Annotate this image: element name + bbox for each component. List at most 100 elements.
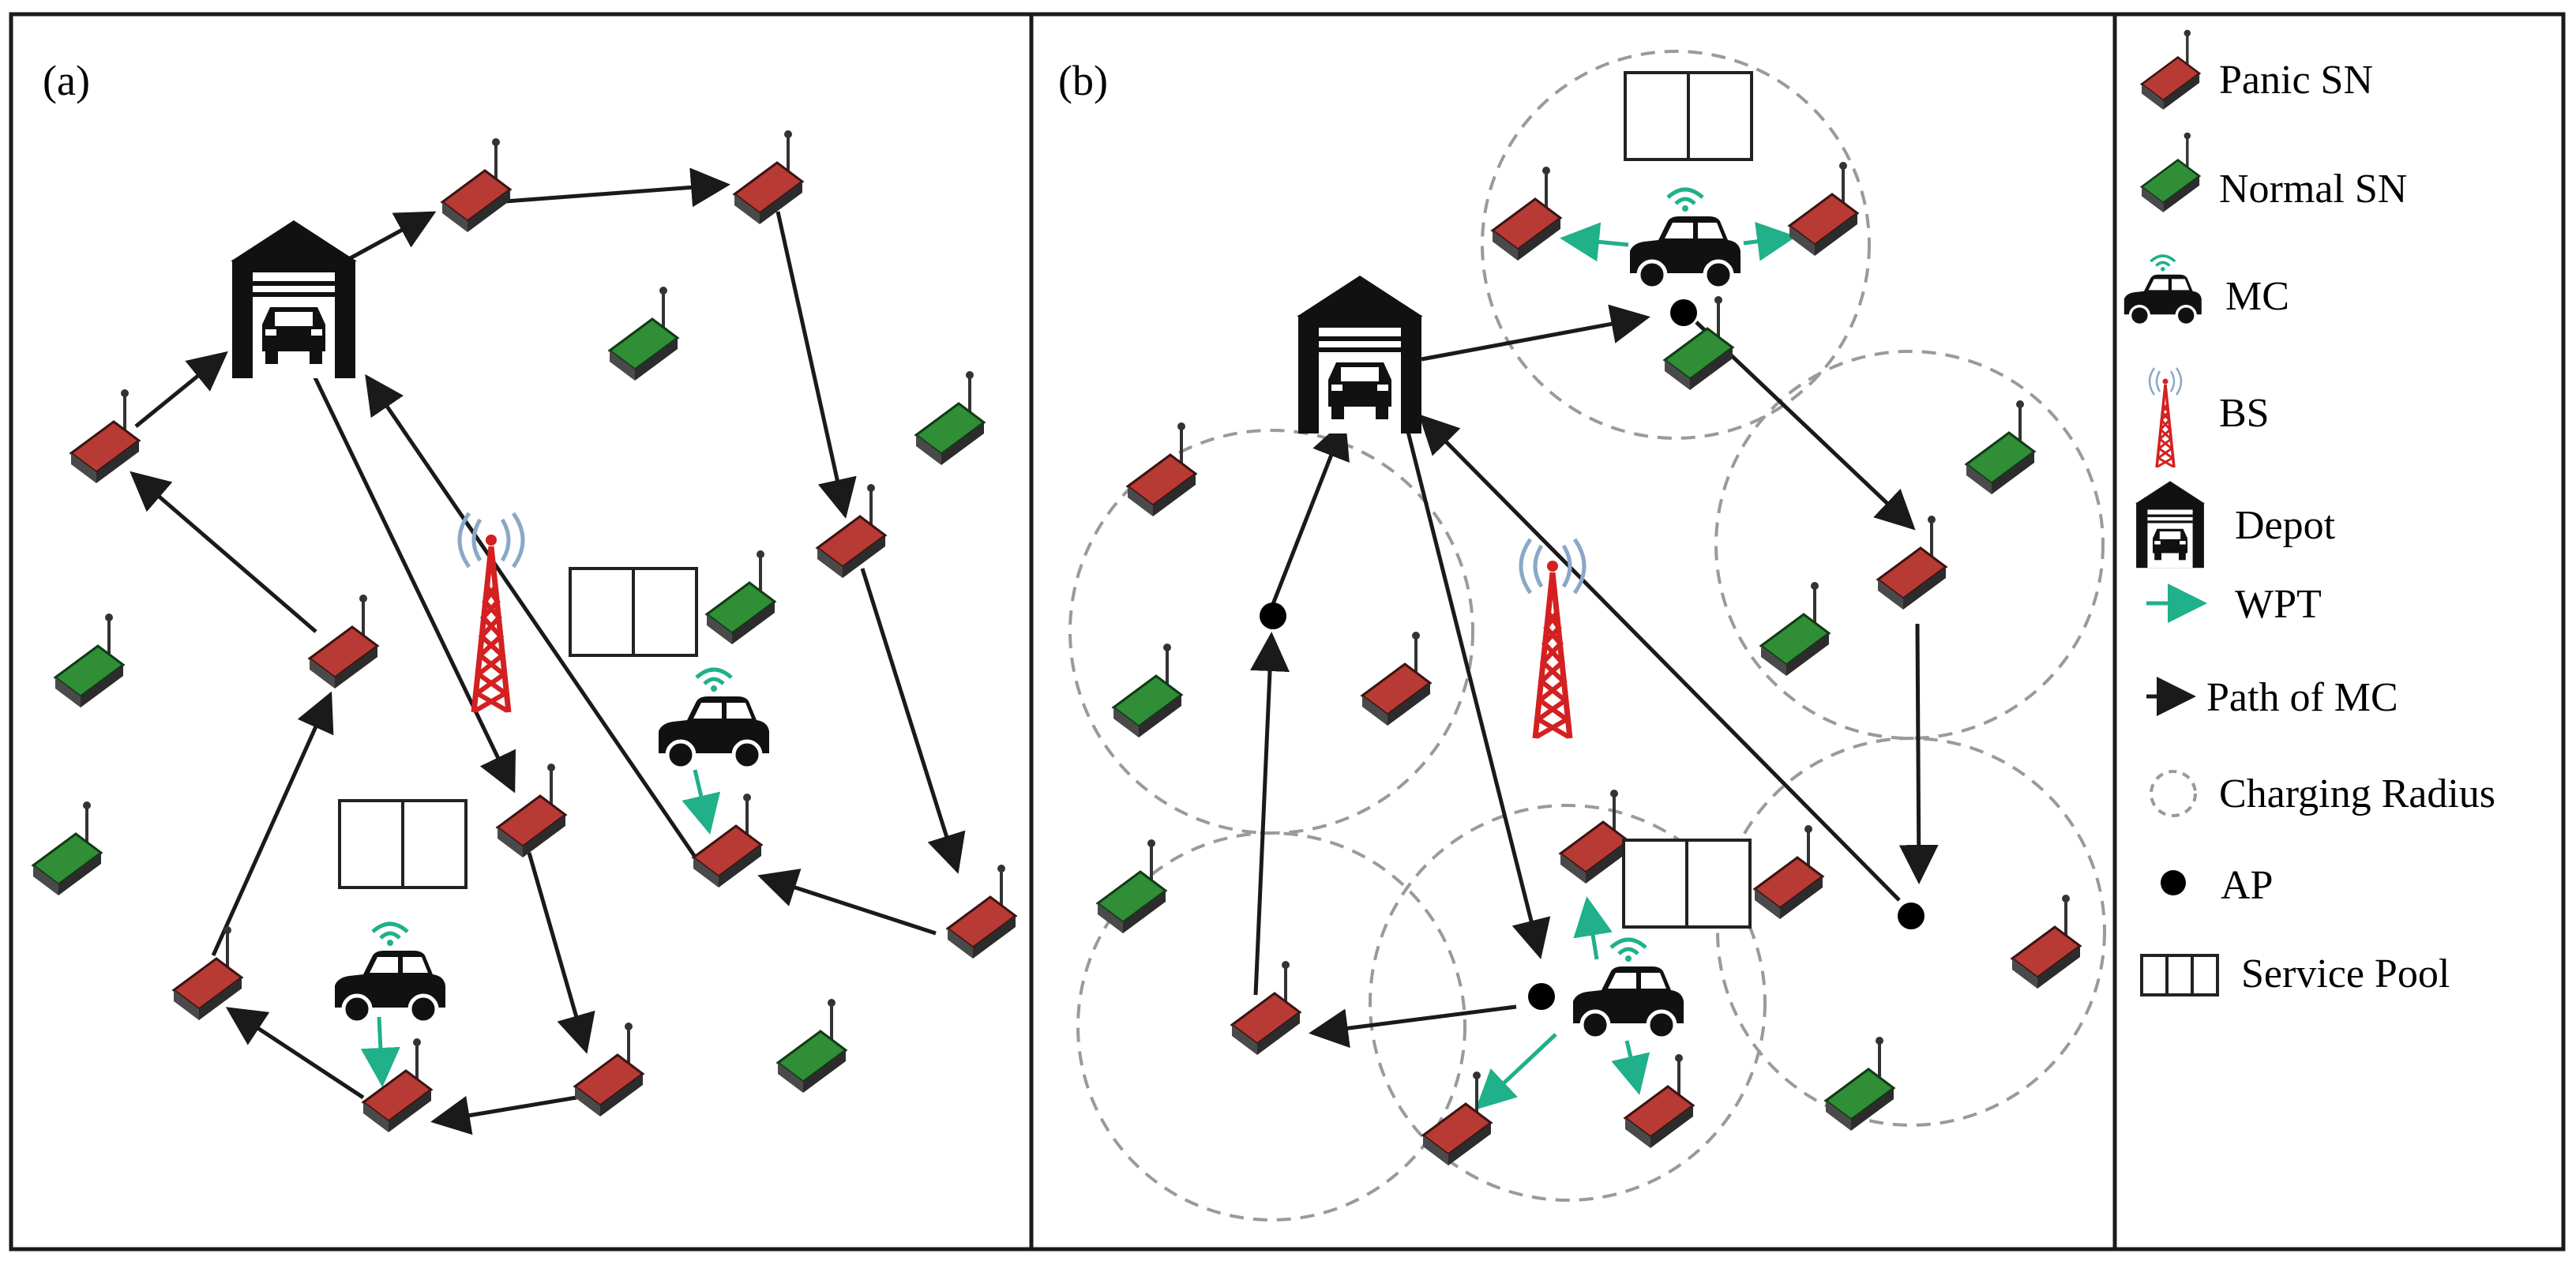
panic-sensor-node-icon — [69, 388, 141, 485]
panel-a-label: (a) — [43, 57, 90, 104]
service-pool-icon — [2140, 954, 2219, 996]
depot-garage-icon — [2134, 479, 2206, 569]
normal-sensor-node-icon — [1965, 399, 2036, 496]
path-arrow — [1898, 623, 1939, 884]
legend-label: Charging Radius — [2219, 771, 2495, 816]
normal-sensor-node-icon — [32, 800, 103, 897]
legend-label: Path of MC — [2206, 675, 2398, 720]
legend: Panic SN Normal SN MC BS Depot WPT Path … — [2123, 28, 2495, 996]
panel-a-nodes — [32, 129, 1017, 1134]
path-arrow — [130, 471, 317, 633]
normal-sensor-node-icon — [1112, 642, 1183, 739]
service-pool-icon — [1624, 71, 1753, 161]
depot-garage-icon — [1297, 276, 1423, 433]
path-arrow — [1309, 1004, 1517, 1049]
mobile-charger-car-icon — [2123, 254, 2203, 327]
charging-radius-circle-icon — [2150, 770, 2197, 817]
panel-b-anchor-points — [1260, 299, 1924, 1010]
wpt-arrow — [1611, 1040, 1650, 1095]
panic-sensor-node-icon — [308, 593, 379, 690]
panel-b-charging-radii — [1068, 50, 2106, 1222]
base-station-tower-icon — [2148, 366, 2183, 469]
path-arrow — [1271, 418, 1350, 605]
wpt-arrow — [360, 1016, 400, 1087]
legend-item-charging-radius: Charging Radius — [2150, 770, 2495, 817]
panic-sensor-node-icon — [816, 482, 887, 580]
path-arrow — [1250, 632, 1290, 996]
wpt-arrow — [1475, 1033, 1557, 1110]
service-pool-icon — [338, 799, 468, 889]
panel-a-wpt — [360, 769, 721, 1087]
mobile-charger-car-icon — [335, 924, 445, 1023]
legend-label: WPT — [2235, 582, 2322, 627]
service-pool-icon — [1622, 839, 1752, 929]
panic-sensor-node-icon — [1559, 788, 1630, 885]
legend-label: Service Pool — [2241, 951, 2450, 996]
path-arrow — [211, 691, 334, 957]
panic-sensor-node-icon — [2140, 28, 2201, 111]
normal-sensor-node-icon — [776, 997, 847, 1094]
anchor-point-dot — [1670, 299, 1697, 326]
legend-label: AP — [2221, 863, 2273, 908]
path-arrow — [310, 370, 516, 794]
normal-sensor-node-icon — [54, 612, 125, 709]
panel-b-frame — [1029, 12, 2117, 1252]
depot-garage-icon — [231, 220, 357, 378]
legend-item-panic-sn: Panic SN — [2140, 28, 2373, 111]
path-arrow — [225, 1007, 365, 1100]
normal-sensor-node-icon — [1759, 580, 1831, 677]
path-arrow — [134, 351, 228, 428]
path-arrow — [430, 1095, 577, 1135]
legend-item-path: Path of MC — [2146, 675, 2398, 720]
legend-item-ap: AP — [2161, 863, 2273, 908]
path-arrow — [1418, 414, 1901, 902]
legend-label: Panic SN — [2219, 58, 2373, 103]
anchor-point-dot — [1260, 602, 1286, 629]
wpt-arrow — [1573, 896, 1613, 960]
panic-sensor-node-icon — [441, 137, 512, 234]
anchor-point-dot — [1898, 903, 1924, 929]
legend-item-wpt: WPT — [2146, 582, 2322, 627]
legend-label: Depot — [2235, 503, 2336, 548]
panic-sensor-node-icon — [1126, 421, 1197, 518]
anchor-point-dot — [1528, 983, 1555, 1010]
charging-radius-circle — [1369, 804, 1767, 1202]
legend-label: BS — [2219, 391, 2270, 436]
legend-item-depot: Depot — [2134, 479, 2336, 569]
panel-a-mc-paths — [130, 167, 966, 1135]
anchor-point-dot-icon — [2161, 870, 2186, 895]
path-arrow — [775, 211, 857, 519]
base-station-tower-icon — [460, 513, 523, 712]
normal-sensor-node-icon — [1824, 1035, 1895, 1132]
path-arrow — [1421, 304, 1650, 362]
normal-sensor-node-icon — [608, 285, 679, 382]
panic-sensor-node-icon — [1361, 630, 1432, 727]
path-arrow — [527, 852, 595, 1054]
normal-sensor-node-icon — [2140, 131, 2201, 214]
wpt-arrow — [1560, 222, 1629, 262]
charging-radius-circle — [1076, 831, 1466, 1222]
path-arrow — [757, 869, 937, 936]
charging-radius-circle — [1481, 50, 1871, 440]
legend-label: MC — [2225, 274, 2289, 319]
legend-item-service-pool: Service Pool — [2140, 951, 2450, 996]
panic-sensor-node-icon — [1753, 824, 1824, 921]
path-arrow — [1403, 422, 1551, 959]
wpt-arrow — [682, 769, 721, 835]
panic-sensor-node-icon — [1491, 165, 1562, 262]
path-arrow — [860, 568, 966, 874]
path-arrow — [344, 211, 437, 263]
panic-sensor-node-icon — [1624, 1053, 1695, 1150]
normal-sensor-node-icon — [914, 370, 986, 467]
normal-sensor-node-icon — [1096, 838, 1167, 935]
service-pool-icon — [569, 567, 698, 657]
legend-item-normal-sn: Normal SN — [2140, 131, 2407, 214]
panic-sensor-node-icon — [1788, 160, 1859, 257]
legend-frame — [2112, 12, 2566, 1252]
panic-sensor-node-icon — [1230, 959, 1301, 1056]
mobile-charger-car-icon — [1573, 940, 1684, 1038]
legend-item-bs: BS — [2148, 366, 2270, 469]
panic-sensor-node-icon — [362, 1037, 433, 1134]
wpt-arrow — [1743, 221, 1797, 261]
panic-sensor-node-icon — [573, 1021, 644, 1118]
